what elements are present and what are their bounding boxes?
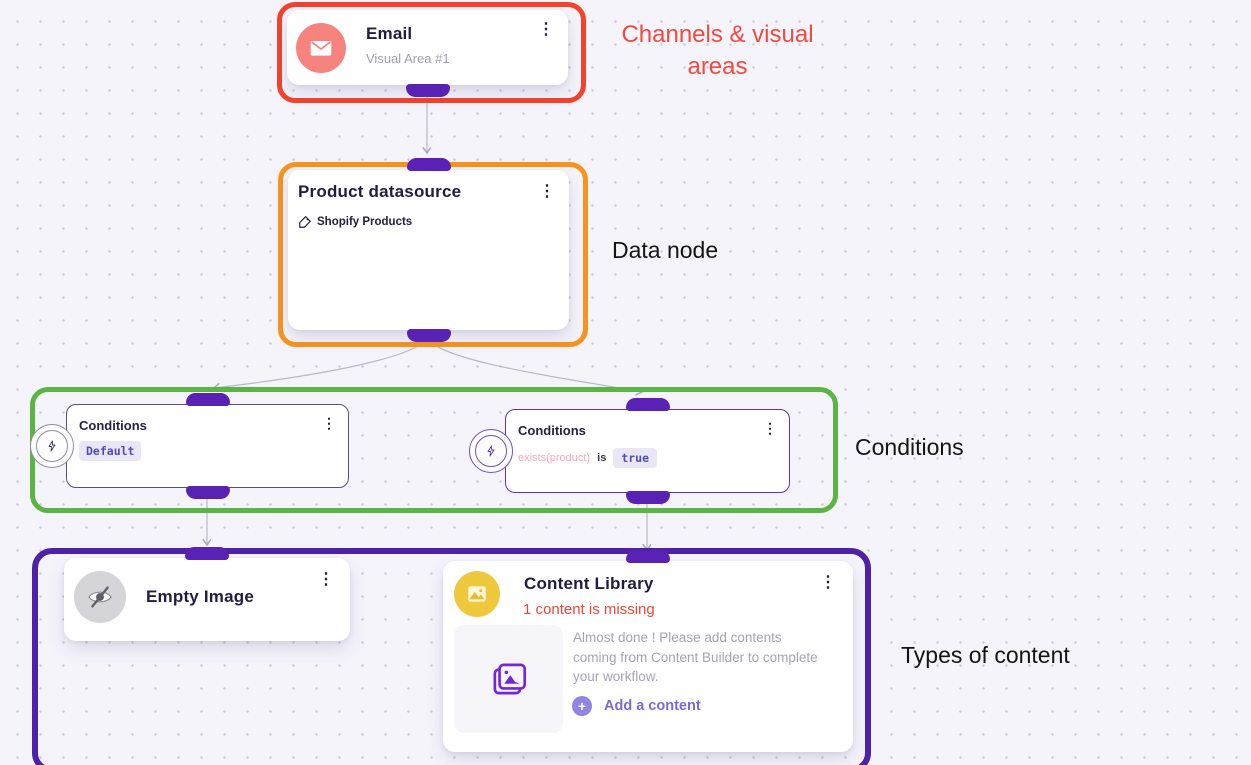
content-library-title: Content Library <box>524 574 654 593</box>
datasource-node-menu-icon[interactable]: ⋮ <box>539 183 555 200</box>
annotation-types-of-content: Types of content <box>901 642 1070 668</box>
condition-default-badge: Default <box>79 441 142 461</box>
email-output-handle[interactable] <box>405 84 450 97</box>
add-content-button[interactable]: + Add a content <box>572 696 701 716</box>
condition-default-input-handle[interactable] <box>185 393 230 406</box>
datasource-node-title: Product datasource <box>298 182 462 201</box>
condition-exists-node[interactable]: Conditions exists(product) is true ⋮ <box>469 398 790 504</box>
annotation-data-node: Data node <box>612 237 719 263</box>
condition-exists-title: Conditions <box>518 423 586 438</box>
content-library-input-handle[interactable] <box>626 550 670 563</box>
product-datasource-node[interactable]: Product datasource Shopify Products ⋮ <box>288 158 569 342</box>
condition-default-node[interactable]: Conditions Default ⋮ <box>30 393 349 499</box>
email-node-menu-icon[interactable]: ⋮ <box>538 21 554 38</box>
annotation-conditions: Conditions <box>855 434 964 460</box>
add-content-label: Add a content <box>604 698 701 714</box>
datasource-input-handle[interactable] <box>406 158 451 171</box>
edge-datasource-condition-left <box>214 337 428 388</box>
plus-icon: + <box>572 696 592 716</box>
content-placeholder-box <box>454 625 563 733</box>
condition-exists-bolt-circle <box>469 429 513 473</box>
condition-operator: is <box>597 452 607 464</box>
edge-datasource-condition-right <box>426 337 642 392</box>
content-library-node[interactable]: Content Library 1 content is missing ⋮ A… <box>443 550 853 752</box>
email-node[interactable]: Email Visual Area #1 ⋮ <box>287 10 568 97</box>
content-library-menu-icon[interactable]: ⋮ <box>820 574 836 591</box>
condition-default-title: Conditions <box>79 418 147 433</box>
datasource-source-label: Shopify Products <box>317 216 413 228</box>
empty-image-input-handle[interactable] <box>185 547 229 560</box>
annotation-channels: Channels & visual areas <box>621 21 814 81</box>
content-library-message: Almost done ! Please add contents coming… <box>573 630 818 685</box>
empty-image-title: Empty Image <box>146 587 255 606</box>
picture-icon <box>468 586 486 602</box>
condition-exists-menu-icon[interactable]: ⋮ <box>763 420 777 436</box>
condition-value-badge: true <box>613 448 658 468</box>
condition-exists-output-handle[interactable] <box>625 491 670 504</box>
email-channel-icon <box>296 23 346 73</box>
lightning-icon <box>487 445 495 457</box>
tag-icon <box>299 215 312 228</box>
datasource-output-handle[interactable] <box>406 329 451 342</box>
email-node-subtitle: Visual Area #1 <box>366 51 450 66</box>
condition-expression: exists(product) <box>518 452 591 464</box>
condition-default-menu-icon[interactable]: ⋮ <box>322 415 336 431</box>
eye-off-icon <box>88 586 112 608</box>
envelope-icon <box>310 40 332 56</box>
condition-default-output-handle[interactable] <box>185 486 230 499</box>
empty-image-menu-icon[interactable]: ⋮ <box>318 571 334 588</box>
empty-image-node[interactable]: Empty Image ⋮ <box>64 547 350 641</box>
content-library-icon-circle <box>454 571 500 617</box>
email-node-title: Email <box>366 24 413 43</box>
condition-exists-input-handle[interactable] <box>625 398 670 411</box>
content-missing-warning: 1 content is missing <box>523 601 655 618</box>
condition-default-bolt-circle <box>30 424 74 468</box>
empty-image-icon-circle <box>74 571 126 623</box>
image-stack-icon <box>493 663 526 695</box>
lightning-icon <box>48 440 56 452</box>
